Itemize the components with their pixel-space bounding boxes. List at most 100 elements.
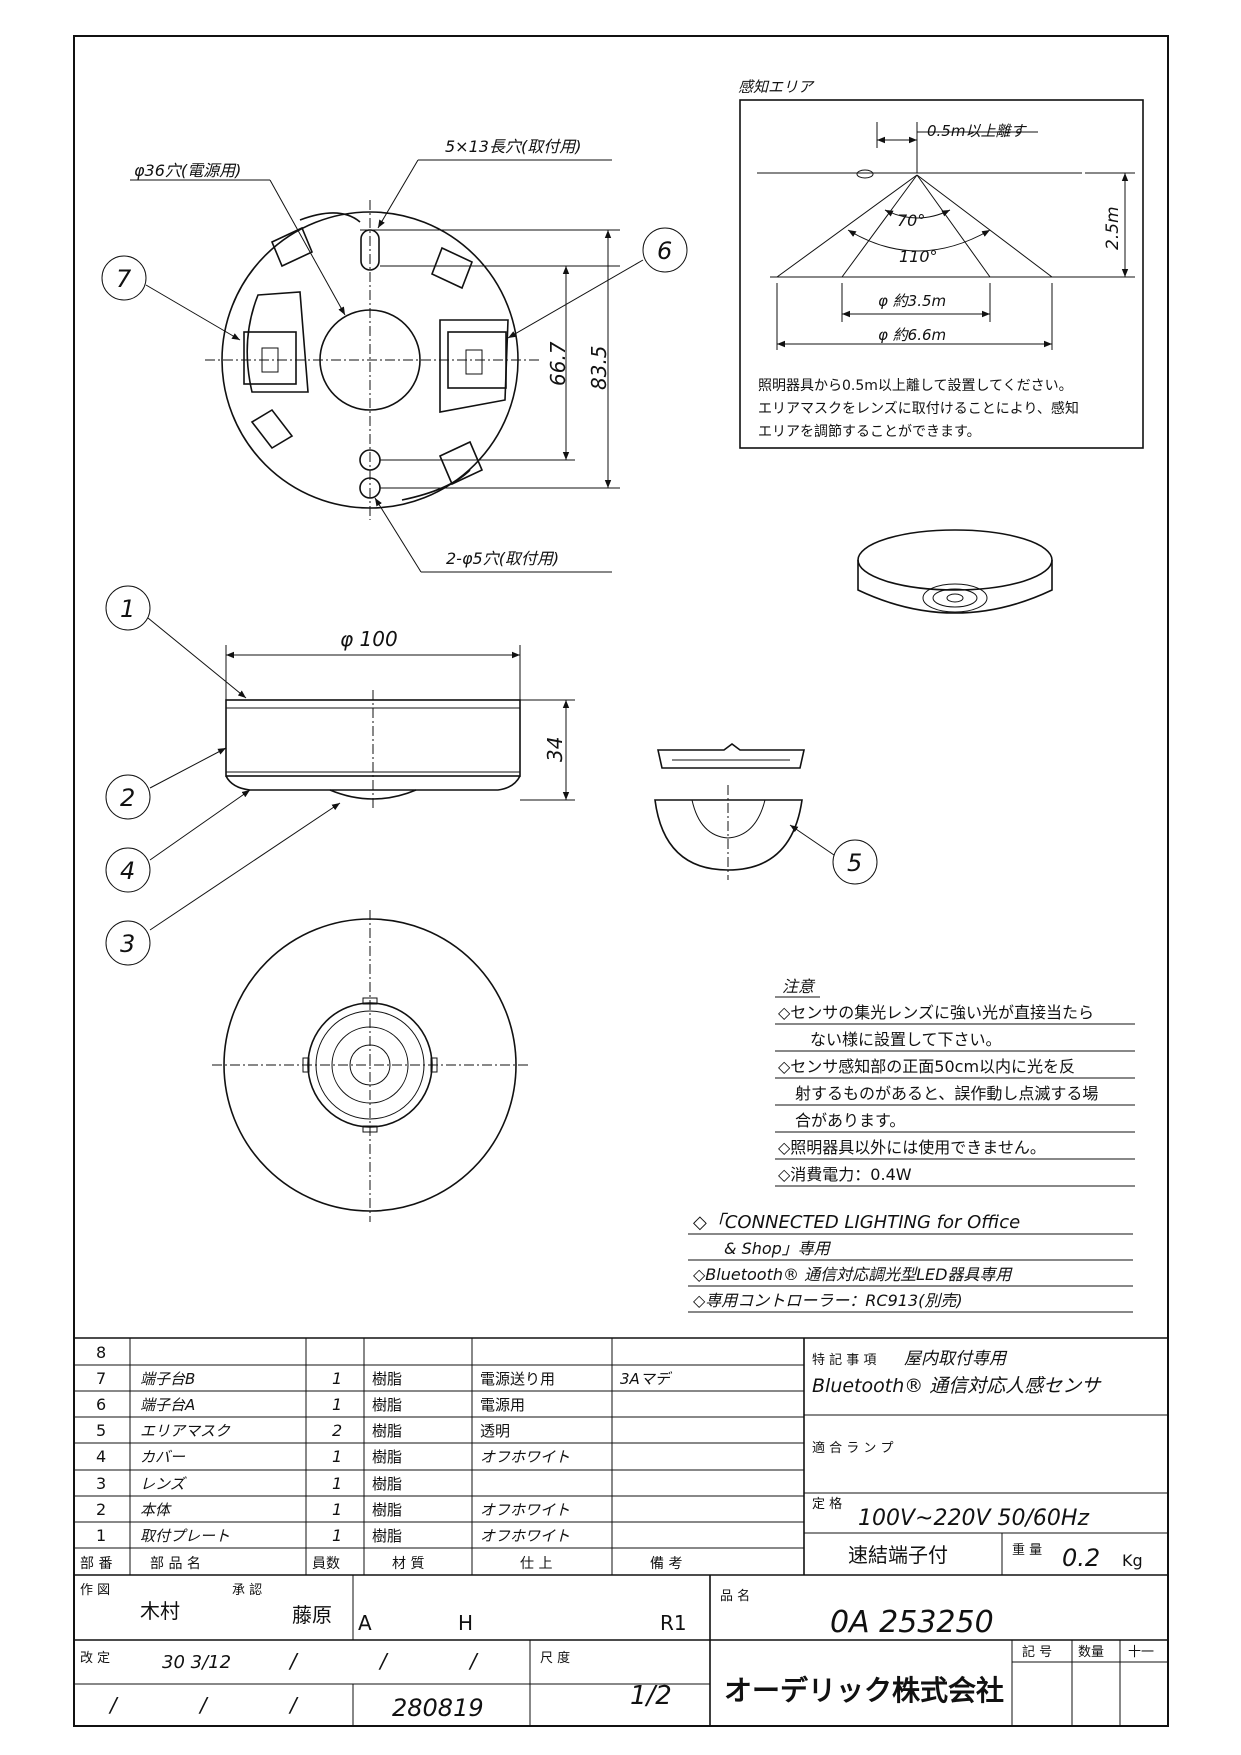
callout-6: 6 [657, 237, 672, 265]
caution-title: 注意 [782, 977, 816, 996]
sensor-note-line-2: エリアマスクをレンズに取付けることにより、感知 [758, 400, 1079, 417]
connected-line-3: ◇Bluetooth® 通信対応調光型LED器具専用 [693, 1265, 1013, 1284]
caution-line-3: ◇センサ感知部の正面50cm以内に光を反 [778, 1057, 1075, 1076]
col-header-no: 部 番 [80, 1556, 112, 1572]
rating-value: 100V~220V 50/60Hz [858, 1506, 1089, 1531]
mounting-plate-top-view: 66.7 83.5 φ36穴(電源用) 5×13長穴(取付用) 2-φ5穴(取付… [101, 137, 688, 573]
callout-1: 1 [120, 595, 135, 623]
part-qty: 2 [332, 1421, 342, 1440]
rev-r1: R1 [660, 1611, 687, 1635]
part-finish: オフホワイト [480, 1501, 570, 1519]
part-material: 樹脂 [372, 1501, 402, 1519]
part-no: 1 [96, 1526, 106, 1545]
sensor-note-line-3: エリアを調節することができます。 [758, 423, 981, 440]
dia-inner: φ 約3.5m [878, 292, 946, 310]
scale-value: 1/2 [630, 1681, 672, 1711]
slash-mark: / [378, 1649, 389, 1673]
part-name: カバー [140, 1448, 186, 1466]
drawn-label: 作 図 [80, 1583, 110, 1598]
special-label: 特 記 事 項 [812, 1352, 876, 1368]
part-qty: 1 [332, 1369, 342, 1388]
part-material: 樹脂 [372, 1396, 402, 1414]
caution-line-5: 合があります。 [795, 1111, 905, 1130]
date-code: 280819 [392, 1694, 484, 1722]
part-material: 樹脂 [372, 1475, 402, 1493]
part-no: 6 [96, 1395, 106, 1414]
caution-line-4: 射するものがあると、誤作動し点滅する場 [795, 1084, 1098, 1103]
col-header-qty: 員数 [312, 1556, 340, 1572]
part-qty: 1 [332, 1474, 342, 1493]
revision-label: 改 定 [80, 1651, 110, 1666]
rating-label: 定 格 [812, 1496, 842, 1512]
col-header-material: 材 質 [392, 1556, 424, 1572]
connected-lighting-notes: ◇「CONNECTED LIGHTING for Office & Shop」専… [688, 1212, 1133, 1313]
dia-outer: φ 約6.6m [878, 326, 946, 344]
sensor-area-box [739, 99, 1144, 449]
part-name: 取付プレート [140, 1527, 230, 1545]
angle-outer: 110° [899, 247, 938, 266]
callout-7: 7 [116, 265, 132, 293]
mount-holes-label: 2-φ5穴(取付用) [446, 549, 559, 568]
product-label: 品 名 [720, 1588, 750, 1604]
approved-label: 承 認 [232, 1582, 262, 1598]
part-no: 7 [96, 1369, 106, 1388]
dim-66-7: 66.7 [546, 341, 570, 386]
qty-value: 十一 [1128, 1645, 1154, 1660]
part-material: 樹脂 [372, 1448, 402, 1466]
caution-line-6: ◇照明器具以外には使用できません。 [778, 1138, 1046, 1157]
callout-3: 3 [120, 930, 135, 958]
sensor-area-panel: 感知エリア 2.5m 0.5m以上離す 70° 110° φ 約3.5m φ 約… [738, 78, 1144, 449]
callout-2: 2 [120, 784, 135, 812]
drawn-by: 木村 [140, 1599, 180, 1623]
clearance-label: 0.5m以上離す [927, 122, 1027, 140]
weight-label: 重 量 [1012, 1542, 1042, 1558]
special-value-1: 屋内取付専用 [904, 1349, 1008, 1369]
caution-line-2: ない様に設置して下さい。 [810, 1030, 1002, 1049]
part-no: 2 [96, 1500, 106, 1519]
slash-mark: / [288, 1693, 299, 1717]
product-illustration [857, 529, 1053, 614]
height-dimension: 2.5m [1103, 206, 1123, 250]
angle-inner: 70° [897, 211, 925, 230]
qty-label: 数量 [1078, 1645, 1104, 1660]
slash-mark: / [468, 1649, 479, 1673]
part-qty: 1 [332, 1526, 342, 1545]
sensor-note-line-1: 照明器具から0.5m以上離して設置してください。 [758, 377, 1073, 394]
parts-table: 部 番 部 品 名 員数 材 質 仕 上 備 考 8 7 端子台B 1 樹脂 電… [74, 1337, 1168, 1576]
part-material: 樹脂 [372, 1422, 402, 1440]
col-header-finish: 仕 上 [520, 1556, 552, 1572]
part-no: 4 [96, 1447, 106, 1466]
part-remarks: 3Aマデ [620, 1370, 673, 1388]
mount-slot-label: 5×13長穴(取付用) [445, 137, 581, 156]
specs-panel: 特 記 事 項 屋内取付専用 Bluetooth® 通信対応人感センサ 適 合 … [804, 1349, 1168, 1575]
part-material: 樹脂 [372, 1527, 402, 1545]
connected-line-4: ◇専用コントローラー：RC913(別売) [693, 1291, 963, 1310]
part-no: 3 [96, 1474, 106, 1493]
caution-line-7: ◇消費電力：0.4W [778, 1165, 912, 1184]
part-qty: 1 [332, 1447, 342, 1466]
drawing-frame [73, 35, 1169, 1727]
caution-line-1: ◇センサの集光レンズに強い光が直接当たら [778, 1003, 1094, 1022]
part-material: 樹脂 [372, 1370, 402, 1388]
col-header-remarks: 備 考 [650, 1556, 682, 1572]
scale-label: 尺 度 [540, 1650, 570, 1666]
company-name: オーデリック株式会社 [724, 1674, 1004, 1707]
part-finish: 電源用 [480, 1396, 525, 1414]
part-qty: 1 [332, 1500, 342, 1519]
part-finish: 透明 [480, 1422, 510, 1440]
bottom-view [212, 910, 530, 1222]
part-no: 8 [96, 1343, 106, 1362]
terminal-type: 速結端子付 [848, 1543, 948, 1567]
slash-mark: / [198, 1693, 209, 1717]
approved-by: 藤原 [292, 1603, 332, 1627]
part-name: 端子台B [140, 1370, 195, 1388]
part-no: 5 [96, 1421, 106, 1440]
callout-5: 5 [847, 849, 862, 877]
special-value-2: Bluetooth® 通信対応人感センサ [812, 1375, 1102, 1397]
connected-line-2: & Shop」専用 [724, 1239, 832, 1258]
part-qty: 1 [332, 1395, 342, 1414]
caution-notes: 注意 ◇センサの集光レンズに強い光が直接当たら ない様に設置して下さい。 ◇セン… [775, 977, 1135, 1187]
sensor-area-title: 感知エリア [738, 78, 815, 96]
part-finish: オフホワイト [480, 1448, 570, 1466]
